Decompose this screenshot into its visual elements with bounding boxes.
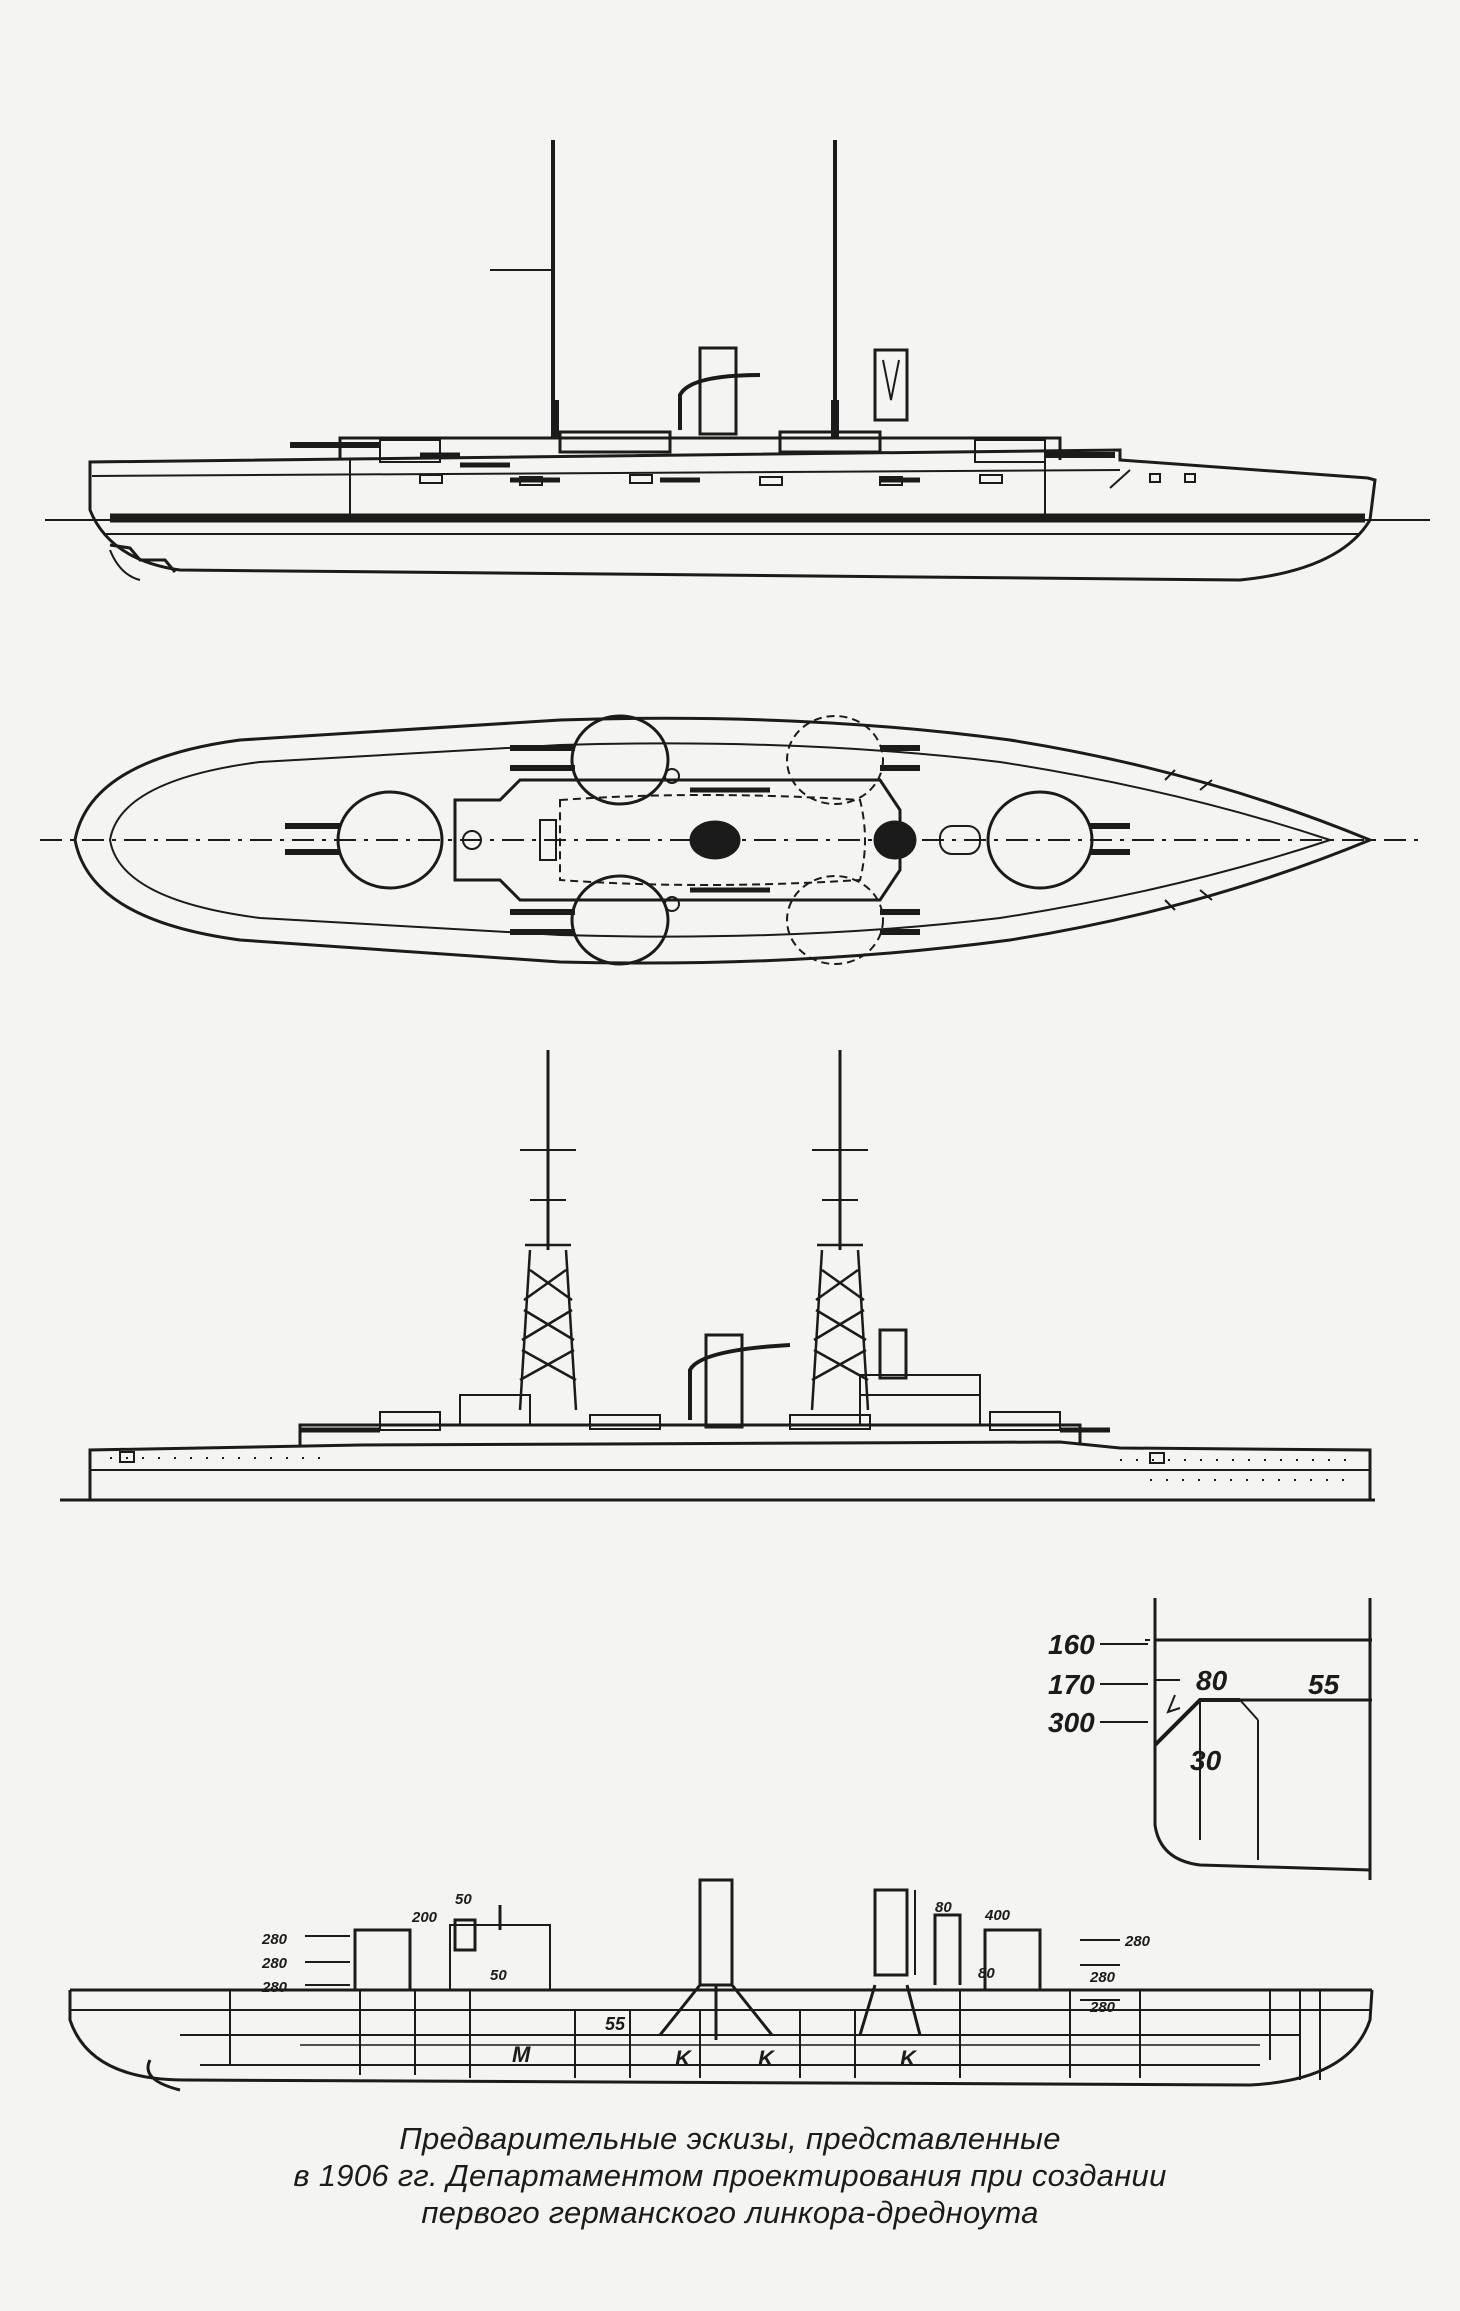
armor-label: 30 [1190,1745,1222,1776]
caption-line: Предварительные эскизы, представленные [399,2121,1061,2156]
side-elevation-2 [60,1050,1375,1502]
armor-section [1100,1598,1372,1880]
profile-label: K [900,2046,918,2071]
armor-label: 160 [1048,1629,1095,1660]
profile-label: 50 [490,1967,507,1984]
profile-label: 400 [984,1907,1011,1924]
figure-caption: Предварительные эскизы, представленные в… [0,2120,1460,2231]
profile-label: K [675,2046,693,2071]
profile-label: M [512,2042,531,2067]
plan-view [40,714,1420,966]
profile-label: 80 [978,1965,995,1982]
profile-label: 280 [1089,1999,1116,2016]
profile-label: 280 [261,1955,288,1972]
armor-label: 80 [1196,1665,1228,1696]
profile-label: 280 [261,1979,288,1996]
profile-label: 55 [605,2014,626,2034]
internal-profile [68,1878,1374,2092]
armor-label: 170 [1048,1669,1095,1700]
internal-profile-labels: 280 280 280 200 50 50 55 80 400 80 280 2… [261,1891,1151,2071]
caption-line: в 1906 гг. Департаментом проектирования … [293,2158,1167,2193]
caption-line: первого германского линкора-дредноута [421,2195,1039,2230]
profile-label: 80 [935,1899,952,1916]
profile-label: 280 [261,1931,288,1948]
profile-label: 50 [455,1891,472,1908]
profile-label: 200 [411,1909,438,1926]
profile-label: 280 [1124,1933,1151,1950]
profile-label: 280 [1089,1969,1116,1986]
armor-label: 55 [1308,1669,1340,1700]
profile-label: K [758,2046,776,2071]
armor-label: 300 [1048,1707,1095,1738]
side-elevation-1 [45,140,1430,582]
armor-section-labels: 160 170 300 80 55 30 [1048,1629,1340,1776]
